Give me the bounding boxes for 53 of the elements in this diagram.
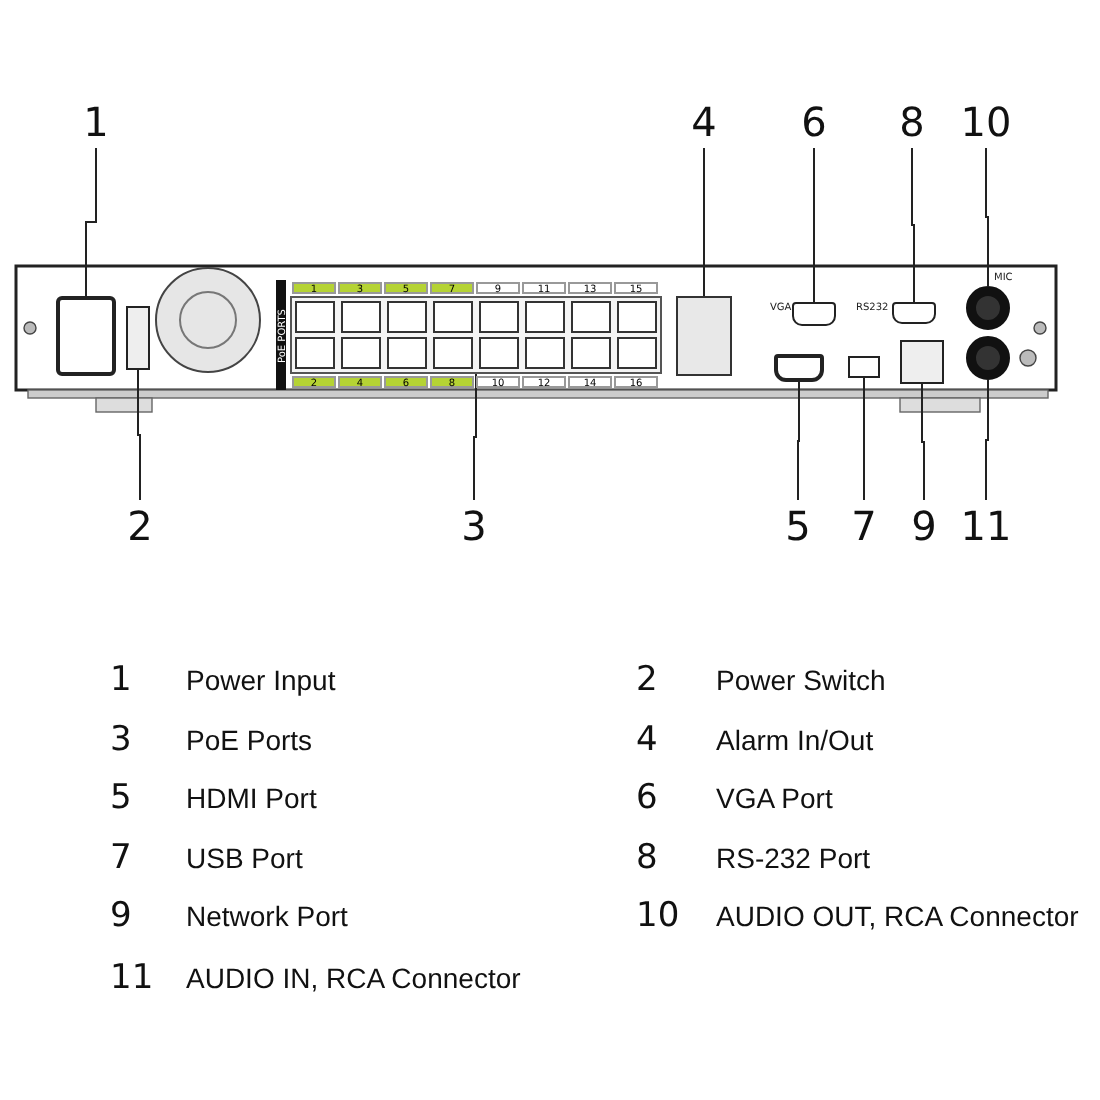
legend-number: 2 (636, 660, 658, 700)
legend-number: 5 (110, 778, 132, 818)
leader-line (473, 373, 477, 501)
leader-line (813, 147, 815, 303)
power-socket (56, 296, 116, 376)
serial-port (892, 302, 936, 324)
legend-text: RS-232 Port (716, 840, 871, 878)
leader-line (921, 383, 925, 501)
callout-number: 6 (784, 100, 844, 144)
legend-text: Power Input (186, 662, 336, 700)
legend-text: Power Switch (716, 662, 886, 700)
legend-number: 9 (110, 896, 132, 936)
callout-number: 4 (674, 100, 734, 144)
legend-number: 1 (110, 660, 132, 700)
legend-number: 10 (636, 896, 680, 936)
legend-number: 7 (110, 838, 132, 878)
legend-number: 11 (110, 958, 154, 998)
leader-line (985, 147, 989, 287)
legend-text: AUDIO OUT, RCA Connector (716, 898, 1079, 936)
network-port (900, 340, 944, 384)
callout-number: 11 (956, 504, 1016, 548)
legend-number: 8 (636, 838, 658, 878)
legend-text: AUDIO IN, RCA Connector (186, 960, 521, 998)
callout-number: 8 (882, 100, 942, 144)
leader-line (703, 147, 705, 297)
callout-number: 1 (66, 100, 126, 144)
legend-number: 4 (636, 720, 658, 760)
callout-number: 10 (956, 100, 1016, 144)
callout-number: 9 (894, 504, 954, 548)
legend-text: USB Port (186, 840, 303, 878)
leader-line (137, 369, 141, 501)
callout-number: 7 (834, 504, 894, 548)
callout-number: 3 (444, 504, 504, 548)
callout-number: 5 (768, 504, 828, 548)
leader-line (985, 379, 989, 501)
leader-line (85, 147, 97, 297)
legend-number: 3 (110, 720, 132, 760)
vga-port (792, 302, 836, 326)
callout-number: 2 (110, 504, 170, 548)
legend-text: PoE Ports (186, 722, 313, 760)
leader-line (911, 147, 915, 303)
legend-text: Network Port (186, 898, 348, 936)
usb-port (848, 356, 880, 378)
legend-text: VGA Port (716, 780, 833, 818)
ethernet-port-block (290, 296, 662, 374)
legend-number: 6 (636, 778, 658, 818)
alarm-terminal-block (676, 296, 732, 376)
legend-text: Alarm In/Out (716, 722, 874, 760)
legend-text: HDMI Port (186, 780, 317, 818)
leader-line (797, 381, 800, 501)
leader-line (863, 377, 865, 501)
hdmi-port (774, 354, 824, 382)
power-switch (126, 306, 150, 370)
